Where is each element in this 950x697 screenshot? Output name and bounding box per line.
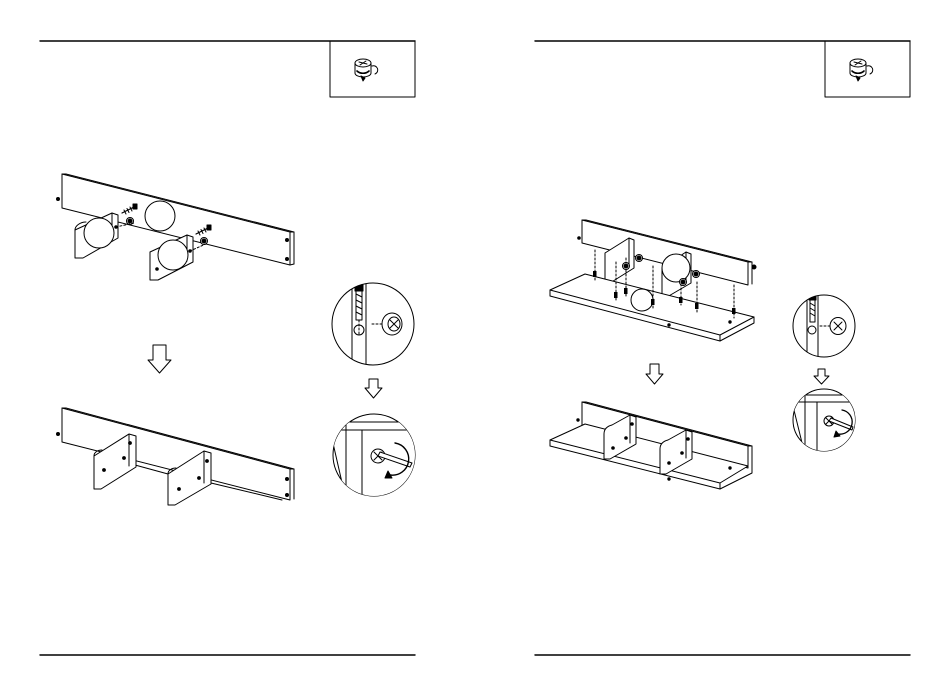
cam-insert-detail <box>793 294 855 358</box>
left-exploded-view <box>57 174 295 280</box>
cam-lock-icon <box>623 263 630 270</box>
hardware-box <box>825 41 910 97</box>
cam-lock-icon <box>693 271 700 278</box>
cam-lock-icon <box>636 255 643 262</box>
left-divider-panel <box>75 213 118 258</box>
cam-lock-icon <box>355 59 378 81</box>
right-exploded-view <box>550 220 756 341</box>
down-arrow-icon <box>148 345 171 373</box>
magnify-circle <box>145 201 175 231</box>
right-divider-panel <box>150 235 193 280</box>
right-page <box>535 41 910 655</box>
down-arrow-icon <box>814 369 829 384</box>
down-arrow-icon <box>646 364 663 384</box>
cam-insert-detail <box>332 283 414 365</box>
left-assembled-view <box>57 408 295 505</box>
hardware-box <box>330 41 415 97</box>
cam-lock-icon <box>850 59 873 81</box>
cam-tighten-detail <box>330 414 420 500</box>
cam-lock-icon <box>680 279 687 286</box>
down-arrow-icon <box>365 379 382 398</box>
left-page <box>40 41 420 655</box>
cam-tighten-detail <box>792 389 860 455</box>
right-assembled-view <box>550 402 752 489</box>
